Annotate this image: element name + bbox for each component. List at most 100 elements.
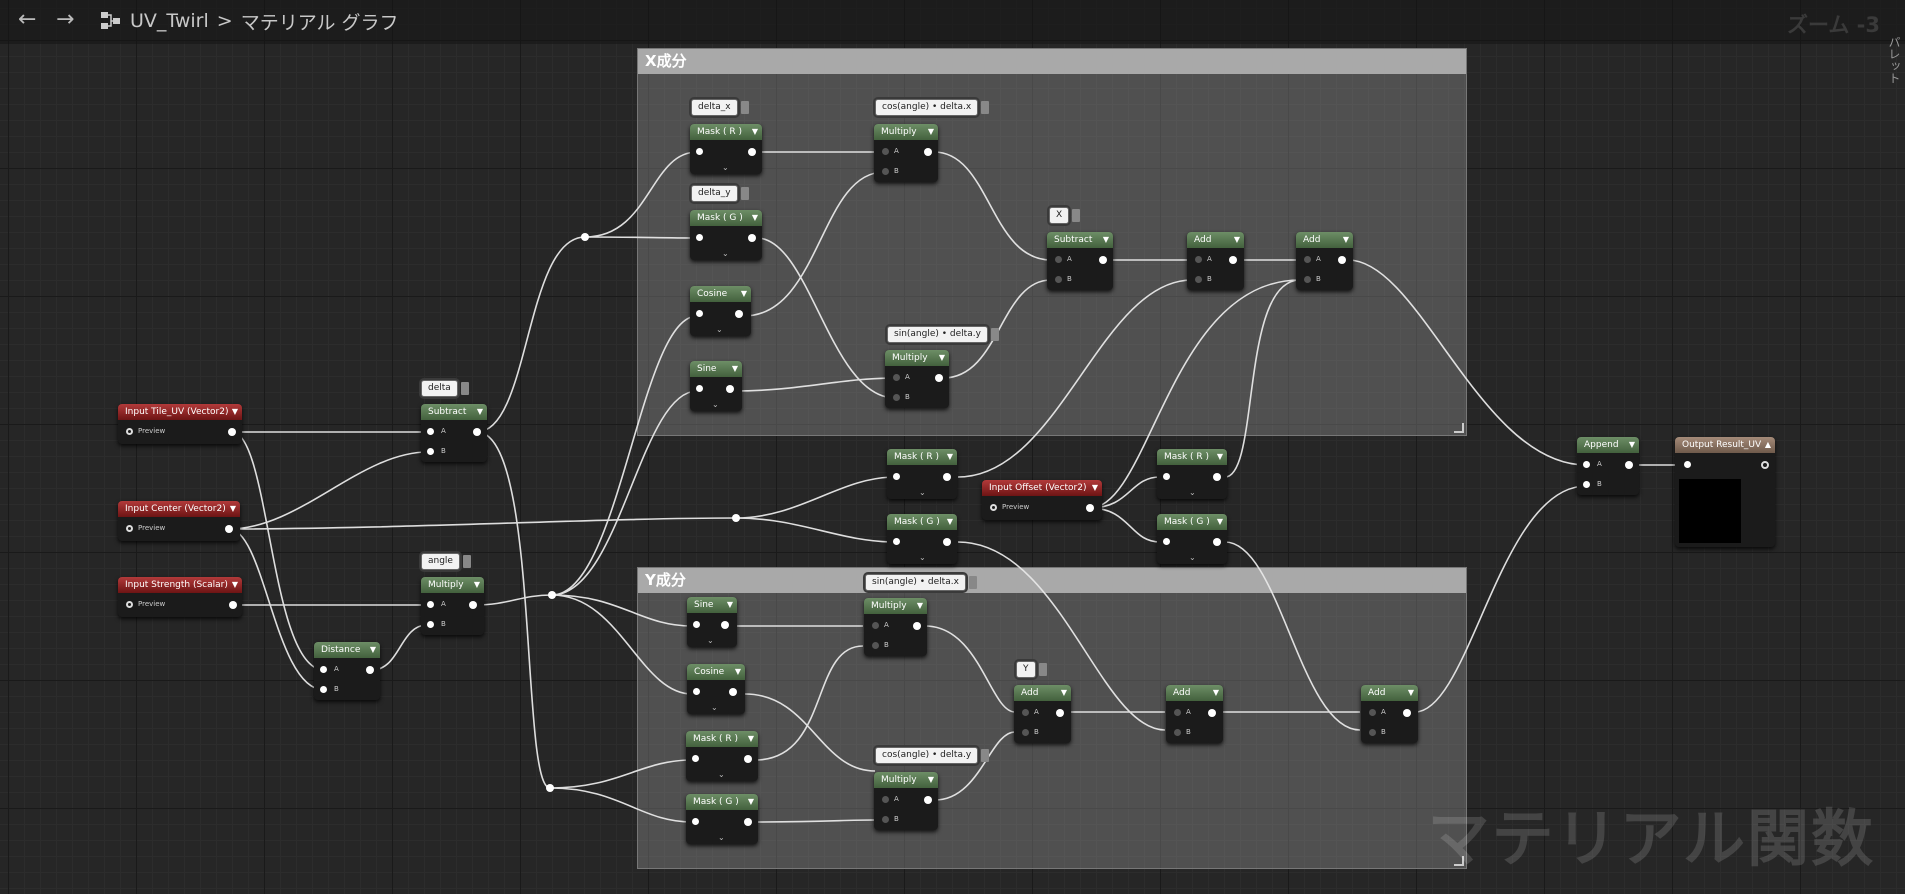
chevron-down-icon[interactable]: ▼	[740, 289, 747, 298]
output-pin[interactable]	[473, 428, 481, 436]
node-comment-bubble[interactable]: cos(angle) • delta.y	[875, 747, 990, 764]
node-mask-g-offset[interactable]: Mask ( G )▼ ⌄	[1157, 514, 1227, 564]
input-pin-b[interactable]	[427, 448, 434, 455]
input-pin-b[interactable]	[1583, 481, 1590, 488]
input-pin[interactable]	[696, 310, 703, 317]
input-pin[interactable]	[696, 385, 703, 392]
input-pin-b[interactable]	[1369, 729, 1376, 736]
input-pin-b[interactable]	[1022, 729, 1029, 736]
input-pin-b[interactable]	[320, 686, 327, 693]
chevron-down-icon[interactable]: ▼	[1212, 688, 1219, 697]
chevron-down-icon[interactable]: ▼	[927, 775, 934, 784]
chevron-down-icon[interactable]: ▼	[231, 580, 238, 589]
output-pin[interactable]	[913, 622, 921, 630]
output-pin[interactable]	[729, 688, 737, 696]
chevron-down-icon[interactable]: ▼	[1216, 452, 1223, 461]
chevron-down-icon[interactable]: ▼	[1407, 688, 1414, 697]
expand-chevron-icon[interactable]: ⌄	[722, 163, 729, 172]
input-pin[interactable]	[696, 234, 703, 241]
bubble-toggle[interactable]	[740, 101, 749, 114]
chevron-down-icon[interactable]: ▼	[938, 353, 945, 362]
resize-handle[interactable]	[1454, 856, 1464, 866]
node-multiply-cos-dy[interactable]: Multiply▼ A B	[874, 772, 938, 830]
chevron-up-icon[interactable]: ▲	[1764, 440, 1771, 449]
asset-name[interactable]: UV_Twirl	[130, 10, 209, 32]
output-pin[interactable]	[1213, 473, 1221, 481]
output-pin[interactable]	[943, 538, 951, 546]
node-input-tile-uv[interactable]: Input Tile_UV (Vector2)▼ Preview	[118, 404, 242, 444]
input-pin[interactable]	[692, 755, 699, 762]
output-pin[interactable]	[721, 621, 729, 629]
node-append[interactable]: Append▼ A B	[1577, 437, 1639, 495]
node-multiply-cos-dx[interactable]: Multiply▼ A B	[874, 124, 938, 182]
node-add-x1[interactable]: Add▼ A B	[1187, 232, 1244, 290]
expand-chevron-icon[interactable]: ⌄	[716, 325, 723, 334]
reroute-node[interactable]	[548, 591, 556, 599]
input-pin[interactable]	[893, 538, 900, 545]
node-multiply-sin-dx[interactable]: Multiply▼ A B	[864, 598, 927, 656]
bubble-toggle[interactable]	[740, 187, 749, 200]
chevron-down-icon[interactable]: ▼	[946, 517, 953, 526]
chevron-down-icon[interactable]: ▼	[916, 601, 923, 610]
input-pin-a[interactable]	[1055, 256, 1062, 263]
expand-chevron-icon[interactable]: ⌄	[712, 400, 719, 409]
output-pin[interactable]	[1403, 709, 1411, 717]
node-distance[interactable]: Distance▼ A B	[314, 642, 380, 700]
chevron-down-icon[interactable]: ▼	[1102, 235, 1109, 244]
input-pin-a[interactable]	[1583, 461, 1590, 468]
chevron-down-icon[interactable]: ▼	[747, 734, 754, 743]
reroute-node[interactable]	[546, 784, 554, 792]
output-pin[interactable]	[1625, 461, 1633, 469]
forward-arrow-icon[interactable]: →	[56, 7, 75, 32]
output-pin[interactable]	[1208, 709, 1216, 717]
input-pin[interactable]	[693, 688, 700, 695]
expand-chevron-icon[interactable]: ⌄	[707, 636, 714, 645]
output-pin[interactable]	[366, 666, 374, 674]
chevron-down-icon[interactable]: ▼	[369, 645, 376, 654]
chevron-down-icon[interactable]: ▼	[1233, 235, 1240, 244]
node-add-y3[interactable]: Add▼ A B	[1361, 685, 1418, 743]
chevron-down-icon[interactable]: ▼	[751, 127, 758, 136]
palette-side-tab[interactable]: パレット	[1887, 36, 1901, 84]
input-pin-b[interactable]	[882, 816, 889, 823]
chevron-down-icon[interactable]: ▼	[1216, 517, 1223, 526]
reroute-node[interactable]	[732, 514, 740, 522]
reroute-node[interactable]	[581, 233, 589, 241]
preview-toggle-pin[interactable]	[126, 525, 133, 532]
node-comment-bubble[interactable]: delta_x	[691, 99, 749, 116]
output-pin[interactable]	[228, 428, 236, 436]
bubble-toggle[interactable]	[1072, 209, 1081, 222]
input-pin-a[interactable]	[427, 601, 434, 608]
input-pin-a[interactable]	[882, 148, 889, 155]
output-pin[interactable]	[1213, 538, 1221, 546]
node-subtract-x[interactable]: Subtract▼ A B	[1047, 232, 1113, 290]
output-pin[interactable]	[735, 310, 743, 318]
input-pin-a[interactable]	[893, 374, 900, 381]
expand-chevron-icon[interactable]: ⌄	[919, 488, 926, 497]
output-pin[interactable]	[744, 818, 752, 826]
chevron-down-icon[interactable]: ▼	[231, 407, 238, 416]
node-cosine-x[interactable]: Cosine▼ ⌄	[690, 286, 751, 336]
chevron-down-icon[interactable]: ▼	[1628, 440, 1635, 449]
input-pin-a[interactable]	[872, 622, 879, 629]
node-mask-g-center[interactable]: Mask ( G )▼ ⌄	[887, 514, 957, 564]
node-multiply-angle[interactable]: Multiply▼ A B	[421, 577, 484, 635]
node-subtract-delta[interactable]: Subtract▼ A B	[421, 404, 487, 462]
back-arrow-icon[interactable]: ←	[18, 7, 37, 32]
input-pin-a[interactable]	[1304, 256, 1311, 263]
node-sine-x[interactable]: Sine▼ ⌄	[690, 361, 742, 411]
input-pin-b[interactable]	[1174, 729, 1181, 736]
output-pin[interactable]	[1099, 256, 1107, 264]
node-sine-y[interactable]: Sine▼ ⌄	[687, 597, 737, 647]
bubble-toggle[interactable]	[462, 555, 471, 568]
node-comment-bubble[interactable]: delta	[421, 380, 469, 397]
output-pin[interactable]	[1229, 256, 1237, 264]
preview-toggle-pin[interactable]	[990, 504, 997, 511]
node-comment-bubble[interactable]: sin(angle) • delta.y	[887, 326, 999, 343]
input-pin[interactable]	[1163, 473, 1170, 480]
input-pin[interactable]	[693, 621, 700, 628]
chevron-down-icon[interactable]: ▼	[476, 407, 483, 416]
chevron-down-icon[interactable]: ▼	[726, 600, 733, 609]
chevron-down-icon[interactable]: ▼	[229, 504, 236, 513]
chevron-down-icon[interactable]: ▼	[1060, 688, 1067, 697]
